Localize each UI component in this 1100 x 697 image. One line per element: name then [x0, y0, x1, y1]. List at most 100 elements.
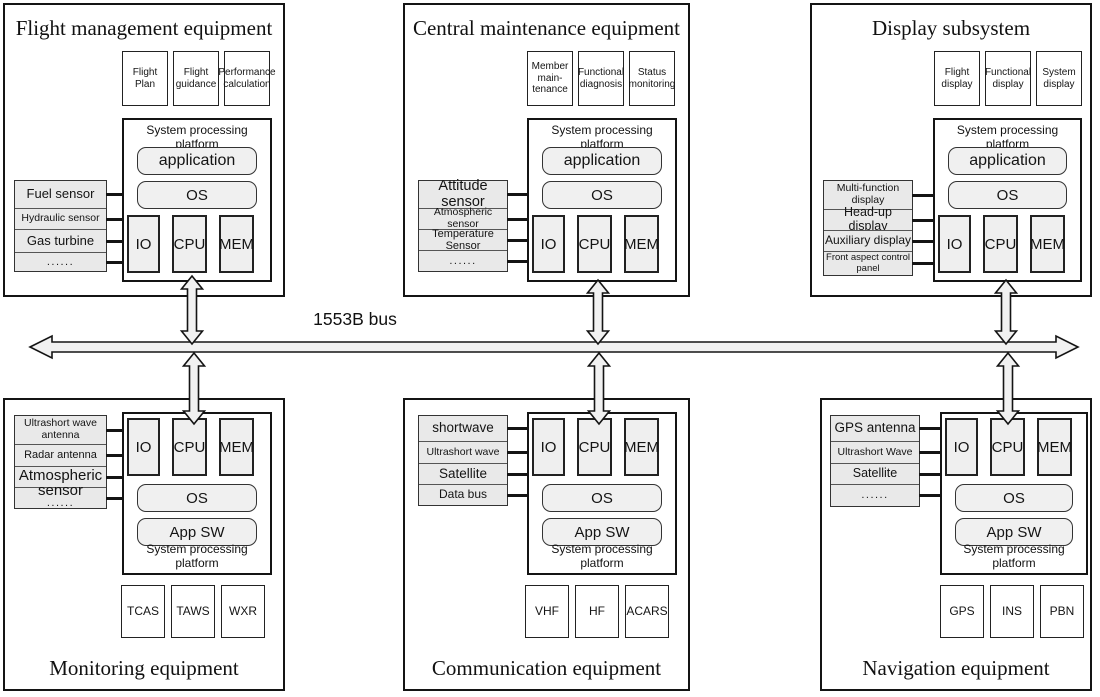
hardware-unit-box: MEM — [1037, 418, 1072, 476]
hardware-unit-box: MEM — [219, 418, 254, 476]
software-layer-list: OS App SW — [137, 484, 257, 546]
software-layer-box: App SW — [137, 518, 257, 546]
panel-title: Navigation equipment — [862, 656, 1050, 680]
peripheral-box: Ultrashort wave — [419, 441, 528, 463]
function-module-box: Flight Plan — [122, 51, 168, 106]
software-layer-box: OS — [137, 484, 257, 512]
peripheral-box: Ultrashort Wave — [831, 441, 941, 463]
panel-title: Flight management equipment — [15, 16, 273, 40]
function-module-box: TCAS — [121, 585, 165, 638]
hardware-unit-box: CPU — [577, 418, 612, 476]
function-module-box: Functional display — [985, 51, 1031, 106]
peripheral-box: Attitude sensor — [419, 178, 528, 209]
peripheral-box: Hydraulic sensor — [15, 208, 123, 229]
software-layer-box: application — [542, 147, 662, 175]
function-module-box: VHF — [525, 585, 569, 638]
hardware-unit-box: IO — [945, 418, 978, 476]
peripheral-box: ...... — [15, 487, 123, 509]
peripheral-box: Data bus — [419, 484, 528, 505]
bus-label: 1553B bus — [313, 309, 397, 329]
peripheral-box: Satellite — [419, 463, 528, 484]
panel-title: Display subsystem — [871, 16, 1031, 40]
hardware-unit-box: CPU — [172, 418, 207, 476]
peripheral-box: Temperature Sensor — [419, 228, 528, 252]
platform-label: System processing platform — [551, 542, 653, 570]
peripheral-box: Satellite — [831, 463, 941, 484]
function-module-box: PBN — [1040, 585, 1084, 638]
hardware-unit-box: IO — [127, 418, 160, 476]
peripheral-box: Atmospheric sensor — [419, 207, 528, 230]
1553b-bus-arrow — [28, 334, 1080, 360]
peripheral-box: ...... — [15, 252, 123, 271]
peripheral-box: Fuel sensor — [15, 181, 123, 208]
software-layer-box: OS — [137, 181, 257, 209]
function-module-box: ACARS — [625, 585, 669, 638]
function-module-box: Flight display — [934, 51, 980, 106]
function-module-box: INS — [990, 585, 1034, 638]
software-layer-box: App SW — [955, 518, 1073, 546]
hardware-unit-box: MEM — [219, 215, 254, 273]
panel-title: Monitoring equipment — [49, 656, 239, 680]
peripheral-box: Gas turbine — [15, 229, 123, 252]
function-module-box: GPS — [940, 585, 984, 638]
panel-central-maintenance: Central maintenance equipment Member mai… — [403, 3, 690, 297]
peripheral-box: Atmospheric sensor — [15, 466, 123, 498]
system-processing-platform: IO CPU MEM OS App SW System processing plat… — [527, 412, 677, 575]
peripheral-box: Ultrashort wave antenna — [15, 416, 123, 444]
function-module-box: Member main- tenance — [527, 51, 573, 106]
software-layer-box: application — [137, 147, 257, 175]
hardware-unit-list: IO CPU MEM — [127, 215, 254, 273]
hardware-unit-box: IO — [532, 215, 565, 273]
peripheral-box: Front aspect control panel — [824, 251, 934, 275]
peripheral-box: ...... — [419, 250, 528, 271]
function-module-box: Performance calculation — [218, 51, 276, 106]
hardware-unit-box: IO — [532, 418, 565, 476]
software-layer-box: OS — [542, 484, 662, 512]
software-layer-box: OS — [948, 181, 1067, 209]
software-layer-list: OS App SW — [955, 484, 1073, 546]
hardware-unit-box: MEM — [1030, 215, 1065, 273]
software-layer-box: App SW — [542, 518, 662, 546]
hardware-unit-list: IO CPU MEM — [532, 418, 659, 476]
peripheral-box: ...... — [831, 484, 941, 506]
hardware-unit-list: IO CPU MEM — [938, 215, 1065, 273]
hardware-unit-box: IO — [938, 215, 971, 273]
hardware-unit-box: CPU — [983, 215, 1018, 273]
hardware-unit-box: CPU — [577, 215, 612, 273]
panel-title: Communication equipment — [431, 656, 662, 680]
hardware-unit-box: MEM — [624, 418, 659, 476]
peripheral-box: Radar antenna — [15, 444, 123, 466]
software-layer-box: OS — [542, 181, 662, 209]
software-layer-box: OS — [955, 484, 1073, 512]
peripheral-box: Head-up display — [824, 205, 934, 233]
function-module-box: TAWS — [171, 585, 215, 638]
function-module-box: Functional diagnosis — [578, 51, 624, 106]
software-layer-box: application — [948, 147, 1067, 175]
software-layer-list: OS App SW — [542, 484, 662, 546]
hardware-unit-box: IO — [127, 215, 160, 273]
hardware-unit-box: CPU — [172, 215, 207, 273]
